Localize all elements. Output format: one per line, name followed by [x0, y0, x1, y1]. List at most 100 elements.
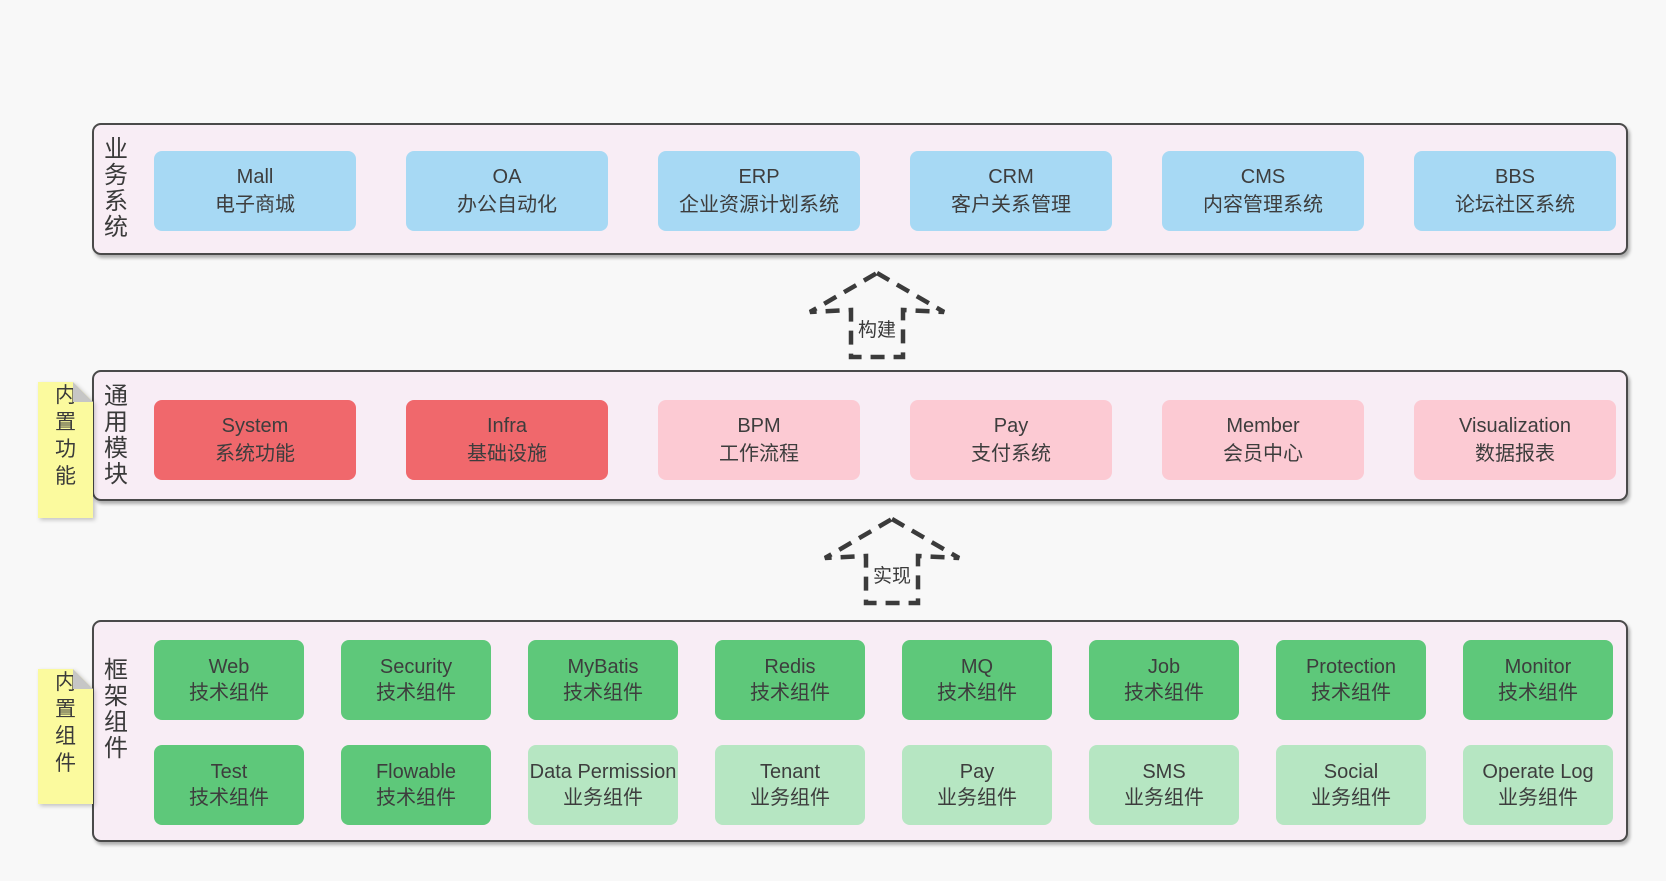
box-subtitle: 技术组件	[1498, 682, 1578, 704]
box-monitor: Monitor 技术组件	[1463, 640, 1613, 720]
box-web: Web 技术组件	[154, 640, 304, 720]
box-infra: Infra 基础设施	[406, 400, 608, 480]
box-subtitle: 技术组件	[937, 682, 1017, 704]
box-subtitle: 基础设施	[467, 443, 547, 465]
business-boxes-row: Mall 电子商城 OA 办公自动化 ERP 企业资源计划系统 CRM 客户关系…	[154, 151, 1616, 231]
up-arrow-icon	[808, 270, 946, 360]
box-title: Member	[1226, 415, 1300, 437]
box-sms: SMS 业务组件	[1089, 745, 1239, 825]
box-subtitle: 技术组件	[1124, 682, 1204, 704]
box-subtitle: 工作流程	[719, 443, 799, 465]
box-subtitle: 业务组件	[937, 787, 1017, 809]
box-title: MQ	[960, 656, 994, 678]
box-title: OA	[492, 166, 522, 188]
box-subtitle: 业务组件	[1498, 787, 1578, 809]
box-title: Test	[210, 761, 248, 783]
box-pay: Pay 支付系统	[910, 400, 1112, 480]
box-member: Member 会员中心	[1162, 400, 1364, 480]
box-subtitle: 业务组件	[1311, 787, 1391, 809]
box-bbs: BBS 论坛社区系统	[1414, 151, 1616, 231]
layer-label-framework-components: 框架组件	[104, 657, 128, 762]
box-test: Test 技术组件	[154, 745, 304, 825]
box-subtitle: 系统功能	[215, 443, 295, 465]
box-title: ERP	[738, 166, 780, 188]
box-title: BPM	[737, 415, 781, 437]
box-title: Data Permission	[529, 761, 677, 783]
box-title: Flowable	[375, 761, 457, 783]
box-bpm: BPM 工作流程	[658, 400, 860, 480]
box-subtitle: 办公自动化	[457, 194, 557, 216]
box-title: Operate Log	[1482, 761, 1594, 783]
box-title: CRM	[988, 166, 1034, 188]
box-mall: Mall 电子商城	[154, 151, 356, 231]
box-subtitle: 技术组件	[750, 682, 830, 704]
box-crm: CRM 客户关系管理	[910, 151, 1112, 231]
box-operate-log: Operate Log 业务组件	[1463, 745, 1613, 825]
box-title: BBS	[1494, 166, 1536, 188]
note-text: 内置组件	[55, 671, 76, 775]
box-title: SMS	[1142, 761, 1186, 783]
box-title: Redis	[764, 656, 816, 678]
implement-arrow: 实现	[822, 516, 962, 606]
box-redis: Redis 技术组件	[715, 640, 865, 720]
box-title: MyBatis	[567, 656, 639, 678]
build-arrow-label: 构建	[857, 320, 897, 341]
box-subtitle: 企业资源计划系统	[679, 194, 839, 216]
box-erp: ERP 企业资源计划系统	[658, 151, 860, 231]
note-built-in-components: 内置组件	[38, 655, 93, 804]
box-title: System	[221, 415, 289, 437]
box-title: Tenant	[759, 761, 821, 783]
box-title: Mall	[236, 166, 274, 188]
up-arrow-icon	[823, 516, 961, 606]
box-subtitle: 电子商城	[215, 194, 295, 216]
layer-common-modules: 通用模块 System 系统功能 Infra 基础设施 BPM 工作流程 Pay…	[92, 370, 1628, 501]
box-subtitle: 论坛社区系统	[1455, 194, 1575, 216]
box-security: Security 技术组件	[341, 640, 491, 720]
box-protection: Protection 技术组件	[1276, 640, 1426, 720]
module-boxes-row: System 系统功能 Infra 基础设施 BPM 工作流程 Pay 支付系统…	[154, 400, 1616, 480]
build-arrow: 构建	[807, 270, 947, 360]
layer-framework-components: 框架组件 Web 技术组件 Security 技术组件 MyBatis 技术组件…	[92, 620, 1628, 842]
box-flowable: Flowable 技术组件	[341, 745, 491, 825]
box-system: System 系统功能	[154, 400, 356, 480]
box-subtitle: 技术组件	[376, 682, 456, 704]
box-subtitle: 数据报表	[1475, 443, 1555, 465]
box-visualization: Visualization 数据报表	[1414, 400, 1616, 480]
box-title: Web	[208, 656, 250, 678]
box-subtitle: 技术组件	[189, 682, 269, 704]
box-tenant: Tenant 业务组件	[715, 745, 865, 825]
implement-arrow-label: 实现	[872, 566, 912, 587]
box-cms: CMS 内容管理系统	[1162, 151, 1364, 231]
box-subtitle: 业务组件	[1124, 787, 1204, 809]
box-mq: MQ 技术组件	[902, 640, 1052, 720]
box-title: Pay	[959, 761, 995, 783]
box-title: Infra	[486, 415, 528, 437]
box-social: Social 业务组件	[1276, 745, 1426, 825]
box-subtitle: 客户关系管理	[951, 194, 1071, 216]
box-title: Security	[379, 656, 453, 678]
box-job: Job 技术组件	[1089, 640, 1239, 720]
box-title: Monitor	[1504, 656, 1572, 678]
box-oa: OA 办公自动化	[406, 151, 608, 231]
box-title: Job	[1147, 656, 1181, 678]
box-title: Social	[1323, 761, 1379, 783]
box-subtitle: 业务组件	[563, 787, 643, 809]
box-subtitle: 会员中心	[1223, 443, 1303, 465]
box-pay-business: Pay 业务组件	[902, 745, 1052, 825]
box-subtitle: 技术组件	[563, 682, 643, 704]
box-title: CMS	[1240, 166, 1286, 188]
component-boxes-row-1: Web 技术组件 Security 技术组件 MyBatis 技术组件 Redi…	[154, 640, 1613, 720]
folded-corner-icon	[73, 382, 93, 402]
box-subtitle: 技术组件	[376, 787, 456, 809]
note-text: 内置功能	[55, 384, 76, 488]
sticky-note: 内置功能	[38, 382, 93, 518]
box-subtitle: 技术组件	[189, 787, 269, 809]
component-boxes-row-2: Test 技术组件 Flowable 技术组件 Data Permission …	[154, 745, 1613, 825]
box-subtitle: 技术组件	[1311, 682, 1391, 704]
note-built-in-features: 内置功能	[38, 368, 93, 518]
folded-corner-icon	[73, 669, 93, 689]
box-subtitle: 支付系统	[971, 443, 1051, 465]
box-subtitle: 业务组件	[750, 787, 830, 809]
layer-label-common-modules: 通用模块	[104, 382, 128, 488]
